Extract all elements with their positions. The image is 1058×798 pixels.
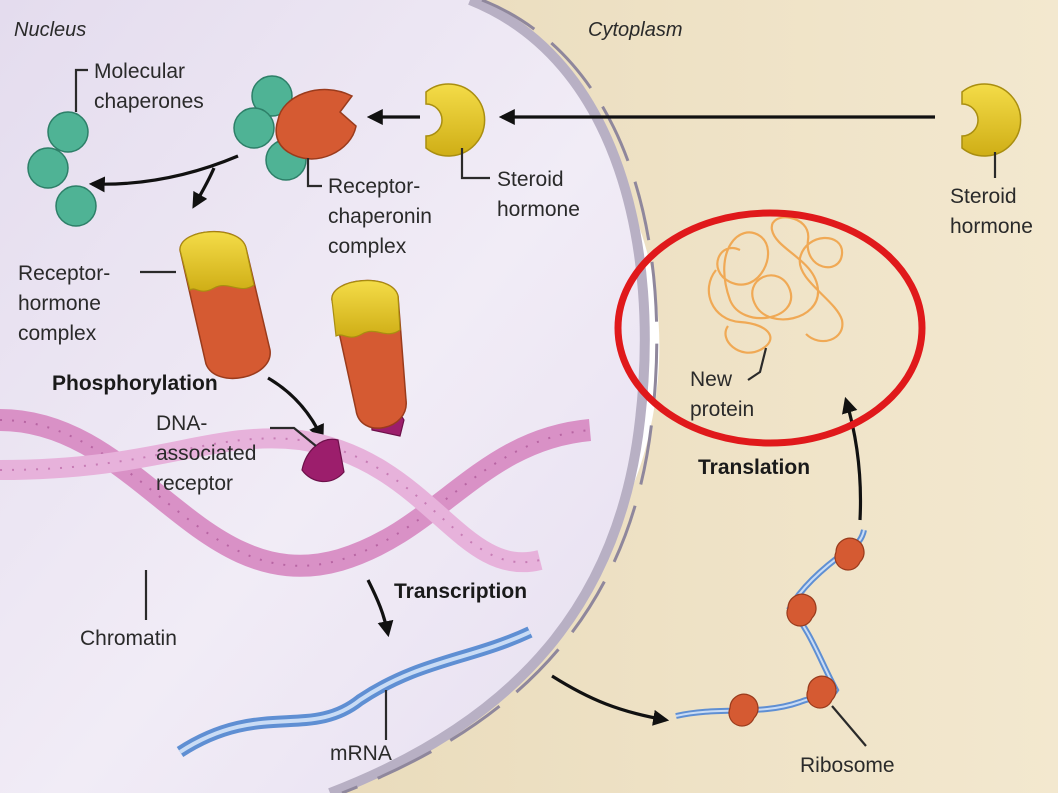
- molecular-chaperones-line2: chaperones: [94, 90, 204, 113]
- receptor-release-arrow: [192, 167, 216, 209]
- chaperone-release-arrow: [88, 154, 239, 193]
- highlight-circle: [614, 209, 926, 447]
- cytoplasm-region: [300, 0, 1058, 793]
- new-protein-line2: protein: [690, 398, 754, 421]
- steroid-hormone-outer-line2: hormone: [950, 215, 1033, 238]
- chromatin-label: Chromatin: [80, 627, 177, 650]
- nucleus-label: Nucleus: [14, 19, 86, 41]
- new-protein-icon: [707, 216, 844, 354]
- receptor-hormone-line2: hormone: [18, 292, 101, 315]
- chromatin-helix: [0, 409, 592, 577]
- receptor-hormone-complex-icon: [179, 230, 271, 380]
- ribosome-leader: [831, 705, 867, 747]
- nuclear-pores: [341, 0, 659, 795]
- ribosome-icon: [728, 537, 865, 727]
- mrna-strand: [176, 626, 533, 758]
- receptor-hormone-bound-icon: [331, 279, 407, 437]
- steroid-hormone-outer-icon: [961, 83, 1022, 157]
- steroid-hormone-outer-line1: Steroid: [950, 185, 1017, 208]
- receptor-chaperonin-line3: complex: [328, 235, 407, 258]
- dna-receptor-line2: associated: [156, 442, 256, 465]
- receptor-hormone-line3: complex: [18, 322, 97, 345]
- translation-arrow: [842, 396, 863, 521]
- steroid-inner-leader: [460, 148, 490, 180]
- steroid-hormone-inner-icon: [425, 83, 486, 157]
- receptor-chaperonin-line1: Receptor-: [328, 175, 420, 198]
- receptor-chaperonin-complex-icon: [233, 75, 357, 181]
- dna-receptor-line3: receptor: [156, 472, 233, 495]
- transcription-arrow: [366, 579, 394, 638]
- transcription-label: Transcription: [394, 580, 527, 603]
- phosphorylation-arrow: [267, 376, 324, 441]
- new-protein-leader: [747, 347, 768, 381]
- chaperones-leader: [74, 68, 88, 112]
- cytoplasm-label: Cytoplasm: [588, 19, 682, 41]
- nuclear-envelope: [328, 0, 650, 798]
- phosphorylation-label: Phosphorylation: [52, 372, 218, 395]
- dna-receptor-line1: DNA-: [156, 412, 207, 435]
- new-protein-line1: New: [690, 368, 733, 391]
- receptor-chaperonin-leader: [306, 158, 322, 188]
- ribosome-label: Ribosome: [800, 754, 895, 777]
- molecular-chaperones-line1: Molecular: [94, 60, 185, 83]
- translation-label: Translation: [698, 456, 810, 479]
- steroid-hormone-inner-line2: hormone: [497, 198, 580, 221]
- mrna-export-arrow: [551, 674, 670, 726]
- receptor-hormone-line1: Receptor-: [18, 262, 110, 285]
- mrna-label: mRNA: [330, 742, 392, 765]
- receptor-chaperonin-line2: chaperonin: [328, 205, 432, 228]
- steroid-hormone-inner-line1: Steroid: [497, 168, 564, 191]
- nucleus-region: [0, 0, 645, 793]
- dna-receptor-leader: [270, 426, 317, 447]
- molecular-chaperones-icon: [27, 111, 97, 227]
- dna-associated-receptor-icon: [301, 438, 345, 483]
